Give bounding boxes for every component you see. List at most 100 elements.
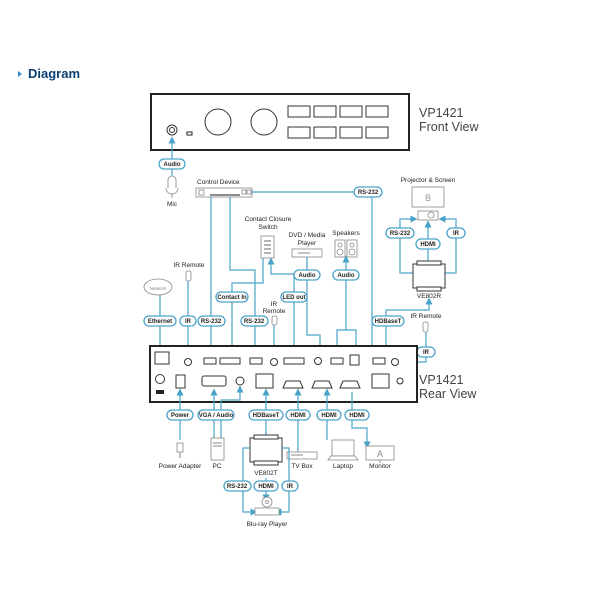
svg-text:IR: IR bbox=[423, 350, 430, 356]
ir-port bbox=[184, 358, 192, 366]
dvd-label-1: DVD / Media bbox=[289, 232, 326, 239]
svg-text:HDBaseT: HDBaseT bbox=[253, 413, 280, 419]
ir-port-3 bbox=[391, 358, 399, 366]
pill-audio-mic: Audio bbox=[158, 158, 186, 170]
front-model-label: VP1421 bbox=[419, 106, 464, 120]
pill-contact-in: Contact In bbox=[215, 291, 249, 303]
svg-text:Power: Power bbox=[171, 413, 190, 419]
svg-text:IR: IR bbox=[453, 231, 460, 237]
contact-switch-label-1: Contact Closure bbox=[245, 216, 292, 223]
svg-text:RS-232: RS-232 bbox=[358, 190, 379, 196]
pill-ethernet: Ethernet bbox=[143, 315, 177, 327]
rear-view-label: Rear View bbox=[419, 387, 477, 401]
ve802r-icon bbox=[412, 263, 446, 289]
pill-rs232-bluray: RS-232 bbox=[223, 480, 252, 492]
tv-box-label: TV Box bbox=[291, 463, 313, 470]
bluray-label: Blu-ray Player bbox=[247, 521, 289, 528]
svg-text:RS-232: RS-232 bbox=[201, 319, 222, 325]
pill-hdmi-2: HDMI bbox=[316, 409, 342, 421]
svg-text:LED out: LED out bbox=[283, 295, 306, 301]
ir-remote-mid-label-2: Remote bbox=[263, 308, 286, 315]
pill-hdbaset-right: HDBaseT bbox=[371, 315, 405, 327]
pill-hdmi-3: HDMI bbox=[344, 409, 370, 421]
led-out-port bbox=[283, 357, 305, 365]
ir-port-2 bbox=[270, 358, 278, 366]
speakers-label: Speakers bbox=[332, 230, 360, 237]
pill-rs232-left: RS-232 bbox=[197, 315, 226, 327]
knob-right bbox=[250, 108, 278, 136]
speaker-left-icon bbox=[334, 239, 346, 258]
control-device-label: Control Device bbox=[197, 179, 240, 186]
hdbaset-port bbox=[255, 373, 274, 389]
rs232-port-3 bbox=[372, 357, 386, 365]
speaker-right-icon bbox=[346, 239, 358, 258]
svg-text:RS-232: RS-232 bbox=[227, 484, 248, 490]
power-adapter-icon bbox=[176, 442, 184, 453]
pill-hdmi-1: HDMI bbox=[285, 409, 311, 421]
ve802t-icon bbox=[249, 437, 283, 463]
svg-text:A: A bbox=[377, 449, 383, 459]
svg-text:VGA / Audio: VGA / Audio bbox=[199, 413, 234, 419]
hdbaset-port-2 bbox=[371, 373, 390, 389]
pill-audio-speakers: Audio bbox=[332, 269, 360, 281]
svg-text:Audio: Audio bbox=[299, 273, 316, 279]
pill-ir-bluray: IR bbox=[281, 480, 299, 492]
vga-port bbox=[201, 375, 227, 387]
ir-remote-icon bbox=[185, 270, 192, 282]
pill-ir-right: IR bbox=[416, 346, 436, 358]
contact-in-port bbox=[219, 357, 241, 365]
mic-label: Mic bbox=[167, 201, 178, 208]
svg-text:HDMI: HDMI bbox=[258, 484, 274, 490]
pc-label: PC bbox=[212, 463, 221, 470]
pill-vga-audio: VGA / Audio bbox=[197, 409, 235, 421]
hdmi-port-2 bbox=[311, 380, 333, 389]
rear-panel bbox=[149, 345, 418, 403]
hdmi-port-3 bbox=[339, 380, 361, 389]
rear-model-label: VP1421 bbox=[419, 373, 464, 387]
svg-text:HDMI: HDMI bbox=[420, 242, 436, 248]
power-toggle bbox=[156, 390, 164, 394]
pill-audio-dvd: Audio bbox=[293, 269, 321, 281]
svg-text:Network: Network bbox=[150, 286, 167, 291]
audio-in-port bbox=[235, 376, 245, 386]
pill-ir-left: IR bbox=[179, 315, 197, 327]
rs232-port bbox=[203, 357, 217, 365]
pill-power: Power bbox=[166, 409, 194, 421]
laptop-label: Laptop bbox=[333, 463, 353, 470]
pill-rs232-mid: RS-232 bbox=[240, 315, 269, 327]
ve802r-label: VE802R bbox=[417, 293, 442, 300]
hdmi-port-1 bbox=[282, 380, 304, 389]
pill-ir-projector: IR bbox=[446, 227, 466, 239]
ir-remote-top-label: IR Remote bbox=[173, 262, 204, 269]
power-adapter-label: Power Adapter bbox=[159, 463, 202, 470]
pill-hdmi-projector: HDMI bbox=[415, 238, 441, 250]
ir-remote-right-label: IR Remote bbox=[410, 313, 441, 320]
svg-text:IR: IR bbox=[287, 484, 294, 490]
contact-switch-icon bbox=[260, 235, 275, 259]
projector-label: Projector & Screen bbox=[401, 177, 456, 184]
contact-switch-label-2: Switch bbox=[258, 224, 278, 231]
triangle-bullet-icon bbox=[18, 70, 22, 77]
knob-left bbox=[204, 108, 232, 136]
screen-icon bbox=[411, 186, 445, 208]
front-buttons bbox=[287, 105, 389, 139]
ir-remote-icon bbox=[271, 315, 278, 326]
pill-rs232-control: RS-232 bbox=[353, 186, 383, 198]
svg-text:Audio: Audio bbox=[338, 273, 355, 279]
svg-text:B: B bbox=[425, 193, 431, 203]
pill-rs232-projector: RS-232 bbox=[385, 227, 415, 239]
bluray-player-icon bbox=[254, 507, 280, 516]
power-jack bbox=[175, 374, 186, 389]
svg-text:HDMI: HDMI bbox=[321, 413, 337, 419]
pill-hdmi-bluray: HDMI bbox=[253, 480, 279, 492]
rs232-port-2 bbox=[249, 357, 263, 365]
speaker-port bbox=[330, 357, 344, 365]
section-heading: Diagram bbox=[18, 66, 80, 81]
ve802t-label: VE802T bbox=[254, 470, 278, 477]
svg-text:HDBaseT: HDBaseT bbox=[375, 319, 402, 325]
pill-led-out: LED out bbox=[280, 291, 308, 303]
pill-hdbaset-bottom: HDBaseT bbox=[248, 409, 284, 421]
audio-out-port bbox=[314, 357, 322, 365]
ethernet-port bbox=[154, 351, 170, 365]
